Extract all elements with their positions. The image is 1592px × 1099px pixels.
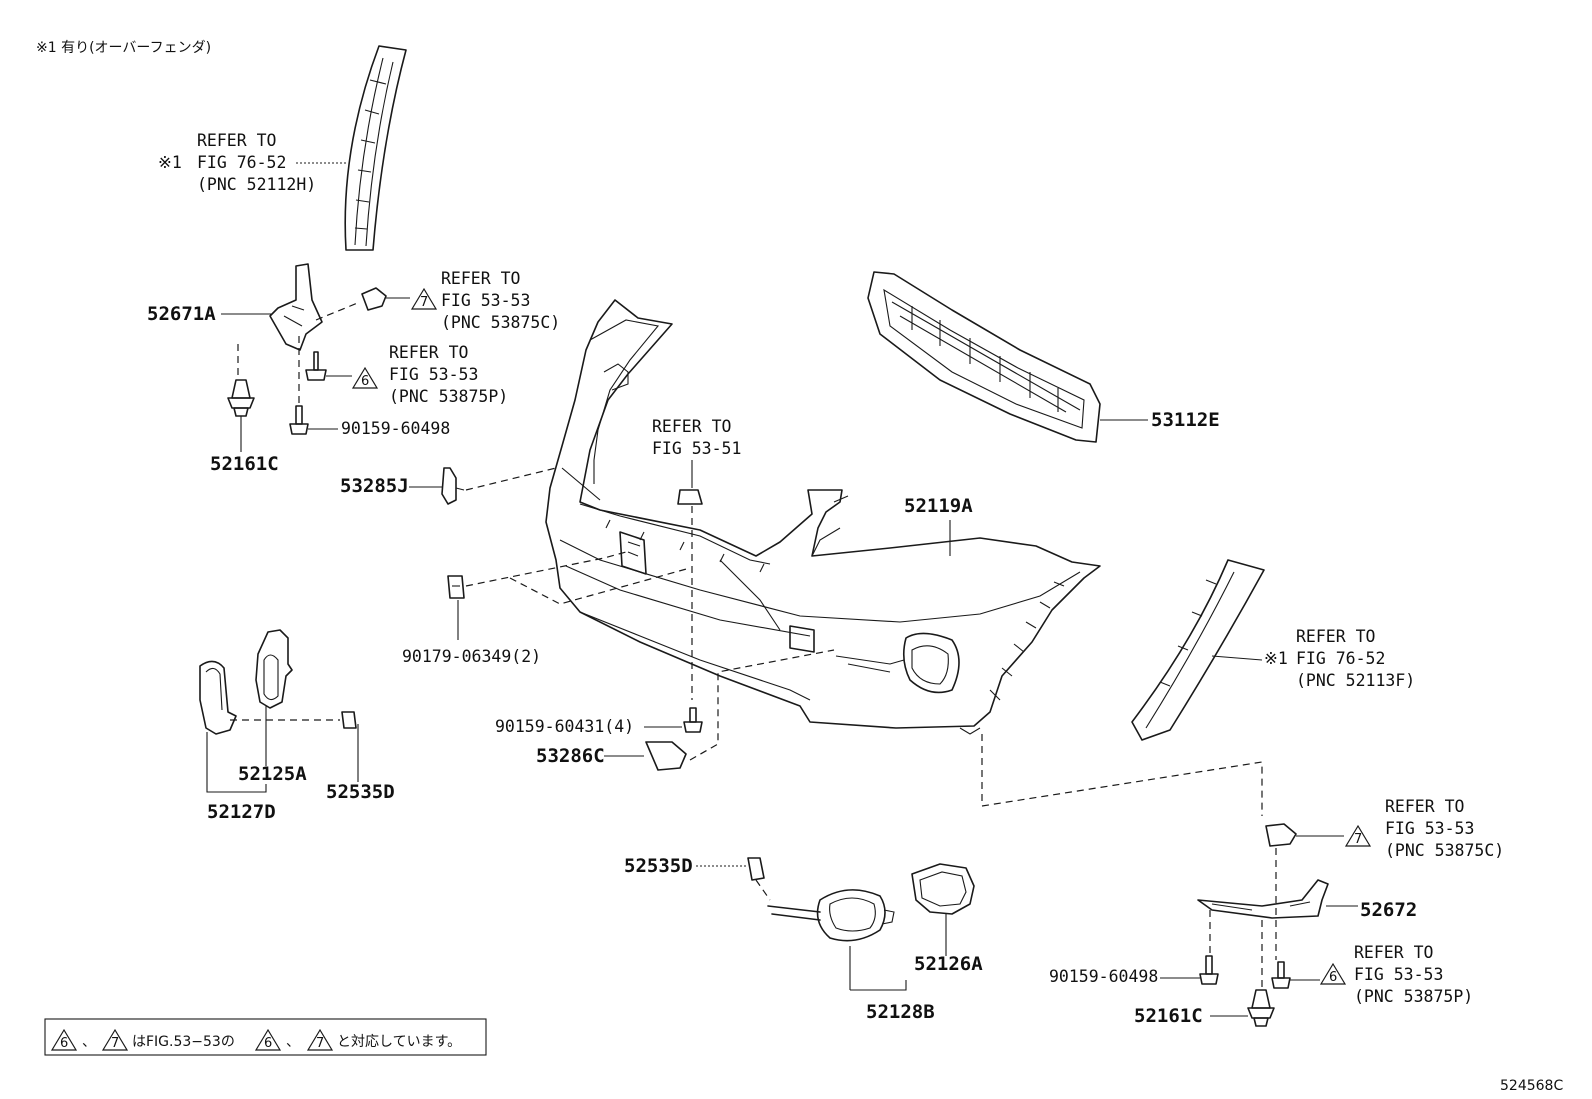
bolt-right[interactable] (1199, 955, 1219, 985)
clip-52535D-bottom[interactable] (747, 857, 765, 881)
svg-text:7: 7 (1354, 832, 1362, 847)
svg-text:FIG 53-53: FIG 53-53 (389, 365, 478, 384)
label-90159-60431: 90159-60431(4) (495, 717, 634, 736)
svg-text:FIG 53-53: FIG 53-53 (1354, 965, 1443, 984)
clip-left[interactable] (361, 287, 387, 311)
label-52672: 52672 (1360, 899, 1417, 921)
svg-text:7: 7 (420, 295, 428, 310)
svg-text:FIG 76-52: FIG 76-52 (1296, 649, 1385, 668)
svg-text:と対応しています。: と対応しています。 (337, 1034, 461, 1050)
bumper-corner-cover-left[interactable] (199, 660, 237, 735)
svg-text:REFER TO: REFER TO (197, 131, 276, 150)
label-52671A: 52671A (147, 303, 216, 325)
fog-lamp-bezel[interactable] (911, 863, 975, 915)
svg-text:7: 7 (316, 1036, 324, 1051)
svg-text:REFER TO: REFER TO (441, 269, 520, 288)
footer-note: 6 、 7 はFIG.53−53の 6 、 7 と対応しています。 (44, 1018, 487, 1056)
front-bumper-cover[interactable] (545, 299, 1101, 735)
svg-text:(PNC 53875C): (PNC 53875C) (441, 313, 560, 332)
ref-fender-right: REFER TO ※1 FIG 76-52 (PNC 52113F) (1211, 627, 1415, 690)
svg-text:※1: ※1 (158, 153, 182, 172)
ref-screw-6-left: 6 REFER TO FIG 53-53 (PNC 53875P) (326, 343, 508, 406)
svg-text:(PNC 53875P): (PNC 53875P) (1354, 987, 1473, 1006)
label-53285J: 53285J (340, 475, 409, 497)
nut-90179-06349[interactable] (447, 575, 465, 599)
label-52128B: 52128B (866, 1001, 935, 1023)
cover-53286C[interactable] (645, 741, 687, 771)
svg-text:(PNC 52112H): (PNC 52112H) (197, 175, 316, 194)
svg-text:FIG 53-53: FIG 53-53 (1385, 819, 1474, 838)
label-53112E: 53112E (1151, 409, 1220, 431)
push-clip-right[interactable] (1247, 989, 1275, 1027)
label-52535D-bottom: 52535D (624, 855, 693, 877)
bolt-90159-60431[interactable] (683, 707, 703, 733)
label-90179-06349: 90179-06349(2) (402, 647, 541, 666)
svg-text:FIG 76-52: FIG 76-52 (197, 153, 286, 172)
svg-text:6: 6 (361, 374, 369, 389)
screw-left[interactable] (305, 351, 327, 381)
svg-text:(PNC 53875P): (PNC 53875P) (389, 387, 508, 406)
bumper-corner-cover-inner[interactable] (255, 629, 293, 709)
screw-right[interactable] (1271, 961, 1291, 989)
clip-52535D-left[interactable] (341, 711, 357, 729)
push-clip-left[interactable] (227, 379, 255, 417)
lower-grille[interactable] (867, 271, 1101, 443)
svg-text:7: 7 (111, 1036, 119, 1051)
diagram-id: 524568C (1500, 1078, 1563, 1094)
ref-fender-left: REFER TO ※1 FIG 76-52 (PNC 52112H) (158, 131, 346, 194)
ref-clip-7-left: 7 REFER TO FIG 53-53 (PNC 53875C) (386, 269, 560, 332)
svg-text:※1: ※1 (1264, 649, 1288, 668)
over-fender-left[interactable] (344, 45, 407, 251)
label-53286C: 53286C (536, 745, 605, 767)
label-52535D-left: 52535D (326, 781, 395, 803)
svg-text:、: 、 (286, 1034, 300, 1050)
over-fender-right[interactable] (1131, 559, 1265, 741)
label-52119A: 52119A (904, 495, 973, 517)
label-52126A: 52126A (914, 953, 983, 975)
svg-text:6: 6 (60, 1036, 68, 1051)
svg-text:REFER TO: REFER TO (1296, 627, 1375, 646)
svg-text:、: 、 (82, 1034, 96, 1050)
header-note: ※1 有り(オーバーフェンダ) (36, 40, 211, 56)
svg-text:(PNC 53875C): (PNC 53875C) (1385, 841, 1504, 860)
svg-text:REFER TO: REFER TO (1354, 943, 1433, 962)
svg-text:6: 6 (264, 1036, 272, 1051)
label-52161C-left: 52161C (210, 453, 279, 475)
svg-text:FIG 53-51: FIG 53-51 (652, 439, 741, 458)
label-90159-60498-left: 90159-60498 (341, 419, 450, 438)
svg-text:REFER TO: REFER TO (1385, 797, 1464, 816)
ref-fig-53-51: REFER TO FIG 53-51 (652, 417, 741, 488)
fog-lamp-cover[interactable] (767, 889, 895, 942)
retainer-center[interactable] (677, 489, 703, 505)
svg-text:(PNC 52113F): (PNC 52113F) (1296, 671, 1415, 690)
retainer-53285J[interactable] (441, 467, 465, 505)
bolt-left[interactable] (289, 405, 309, 435)
svg-text:REFER TO: REFER TO (652, 417, 731, 436)
clip-right[interactable] (1265, 823, 1297, 847)
label-52125A: 52125A (238, 763, 307, 785)
label-52127D: 52127D (207, 801, 276, 823)
svg-text:はFIG.53−53の: はFIG.53−53の (132, 1034, 235, 1050)
label-90159-60498-right: 90159-60498 (1049, 967, 1158, 986)
ref-screw-6-right: 6 REFER TO FIG 53-53 (PNC 53875P) (1290, 943, 1473, 1006)
svg-text:FIG 53-53: FIG 53-53 (441, 291, 530, 310)
bumper-side-bracket-left[interactable] (269, 263, 323, 351)
ref-clip-7-right: 7 REFER TO FIG 53-53 (PNC 53875C) (1296, 797, 1504, 860)
svg-text:REFER TO: REFER TO (389, 343, 468, 362)
bumper-side-bracket-right[interactable] (1197, 879, 1329, 919)
label-52161C-right: 52161C (1134, 1005, 1203, 1027)
svg-text:6: 6 (1329, 970, 1337, 985)
